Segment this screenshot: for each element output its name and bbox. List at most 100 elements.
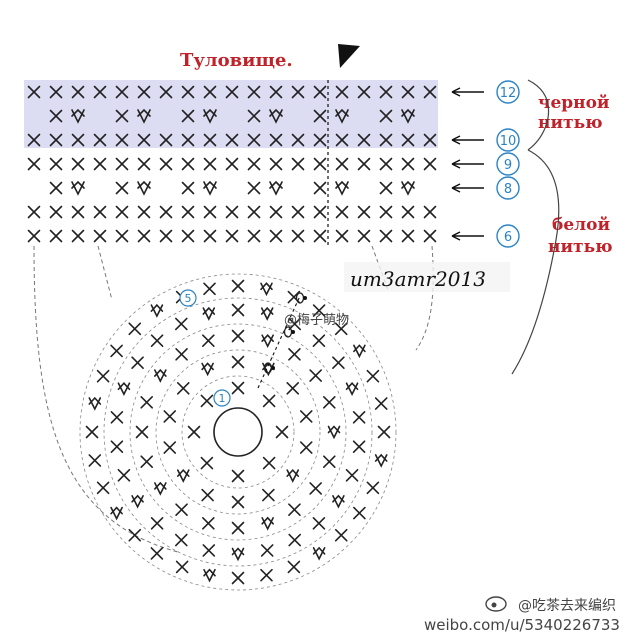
center-round-marker: 1	[213, 389, 231, 407]
single-crochet-symbol	[260, 544, 274, 557]
single-crochet-symbol	[334, 528, 348, 542]
single-crochet-symbol	[352, 410, 366, 424]
white-yarn-label-2: нитью	[548, 237, 613, 257]
single-crochet-symbol	[225, 85, 239, 99]
increase-symbol	[137, 180, 151, 196]
single-crochet-symbol	[71, 85, 85, 99]
single-crochet-symbol	[313, 157, 327, 171]
single-crochet-symbol	[71, 157, 85, 171]
round-guide	[129, 323, 347, 541]
single-crochet-symbol	[159, 85, 173, 99]
single-crochet-symbol	[231, 469, 245, 483]
single-crochet-symbol	[225, 205, 239, 219]
single-crochet-symbol	[357, 205, 371, 219]
row-number: 6	[504, 230, 512, 245]
row-marker-8: 8	[451, 176, 520, 200]
single-crochet-symbol	[247, 85, 261, 99]
single-crochet-symbol	[49, 157, 63, 171]
single-crochet-symbol	[93, 157, 107, 171]
single-crochet-symbol	[175, 503, 188, 516]
guide-line-left-outer	[33, 245, 179, 553]
single-crochet-symbol	[202, 544, 216, 557]
single-crochet-symbol	[291, 205, 305, 219]
single-crochet-symbol	[49, 229, 63, 243]
single-crochet-symbol	[137, 133, 151, 147]
single-crochet-symbol	[379, 205, 393, 219]
row-marker-6: 6	[451, 224, 520, 248]
single-crochet-symbol	[110, 344, 123, 358]
single-crochet-symbol	[288, 317, 301, 331]
round-base	[79, 273, 397, 591]
single-crochet-symbol	[187, 425, 201, 439]
increase-symbol	[71, 180, 85, 196]
single-crochet-symbol	[225, 133, 239, 147]
single-crochet-symbol	[137, 205, 151, 219]
single-crochet-symbol	[71, 229, 85, 243]
single-crochet-symbol	[299, 441, 313, 454]
author-watermark: um3amr2013	[350, 267, 486, 291]
single-crochet-symbol	[287, 560, 301, 574]
single-crochet-symbol	[181, 133, 195, 147]
center-round-number: 1	[219, 392, 226, 405]
single-crochet-symbol	[93, 205, 107, 219]
single-crochet-symbol	[49, 133, 63, 147]
single-crochet-symbol	[401, 205, 415, 219]
single-crochet-symbol	[291, 133, 305, 147]
single-crochet-symbol	[135, 425, 149, 439]
single-crochet-symbol	[352, 440, 366, 454]
single-crochet-symbol	[181, 157, 195, 171]
single-crochet-symbol	[401, 157, 415, 171]
single-crochet-symbol	[27, 85, 41, 99]
round-guide	[155, 349, 321, 515]
single-crochet-symbol	[312, 517, 326, 530]
black-yarn-label-2: нитью	[538, 113, 603, 133]
increase-symbol	[335, 180, 349, 196]
increase-symbol	[231, 547, 245, 562]
increase-symbol	[117, 382, 131, 397]
single-crochet-symbol	[27, 229, 41, 243]
single-crochet-symbol	[379, 157, 393, 171]
increase-symbol	[345, 382, 359, 397]
increase-symbol	[261, 516, 274, 531]
single-crochet-symbol	[262, 456, 276, 470]
single-crochet-symbol	[115, 157, 129, 171]
single-crochet-symbol	[313, 133, 327, 147]
single-crochet-symbol	[379, 181, 393, 195]
single-crochet-symbol	[181, 109, 195, 123]
single-crochet-symbol	[181, 205, 195, 219]
single-crochet-symbol	[27, 133, 41, 147]
single-crochet-symbol	[115, 229, 129, 243]
single-crochet-symbol	[379, 109, 393, 123]
white-yarn-label-1: белой	[552, 215, 610, 235]
single-crochet-symbol	[374, 397, 388, 410]
single-crochet-symbol	[225, 229, 239, 243]
single-crochet-symbol	[115, 181, 129, 195]
single-crochet-symbol	[291, 85, 305, 99]
single-crochet-symbol	[312, 304, 326, 317]
row-number: 10	[500, 134, 517, 149]
single-crochet-symbol	[288, 348, 301, 361]
single-crochet-symbol	[345, 468, 359, 482]
increase-symbol	[260, 282, 273, 297]
single-crochet-symbol	[85, 425, 99, 439]
start-marker-icon	[338, 44, 360, 68]
single-crochet-symbol	[309, 369, 322, 382]
single-crochet-symbol	[117, 468, 131, 482]
single-crochet-symbol	[231, 279, 245, 293]
round-start-number: 5	[185, 292, 192, 305]
single-crochet-symbol	[323, 396, 336, 409]
single-crochet-symbol	[110, 410, 124, 424]
single-crochet-symbol	[202, 517, 215, 530]
single-crochet-symbol	[96, 481, 110, 495]
single-crochet-symbol	[140, 455, 153, 468]
single-crochet-symbol	[110, 440, 124, 454]
increase-symbol	[286, 468, 300, 483]
increase-symbol	[269, 108, 283, 124]
single-crochet-symbol	[231, 495, 245, 509]
single-crochet-symbol	[93, 229, 107, 243]
single-crochet-symbol	[401, 229, 415, 243]
diagram-title: Туловище.	[180, 50, 293, 71]
single-crochet-symbol	[335, 133, 349, 147]
single-crochet-symbol	[203, 282, 216, 296]
increase-symbol	[401, 108, 415, 124]
